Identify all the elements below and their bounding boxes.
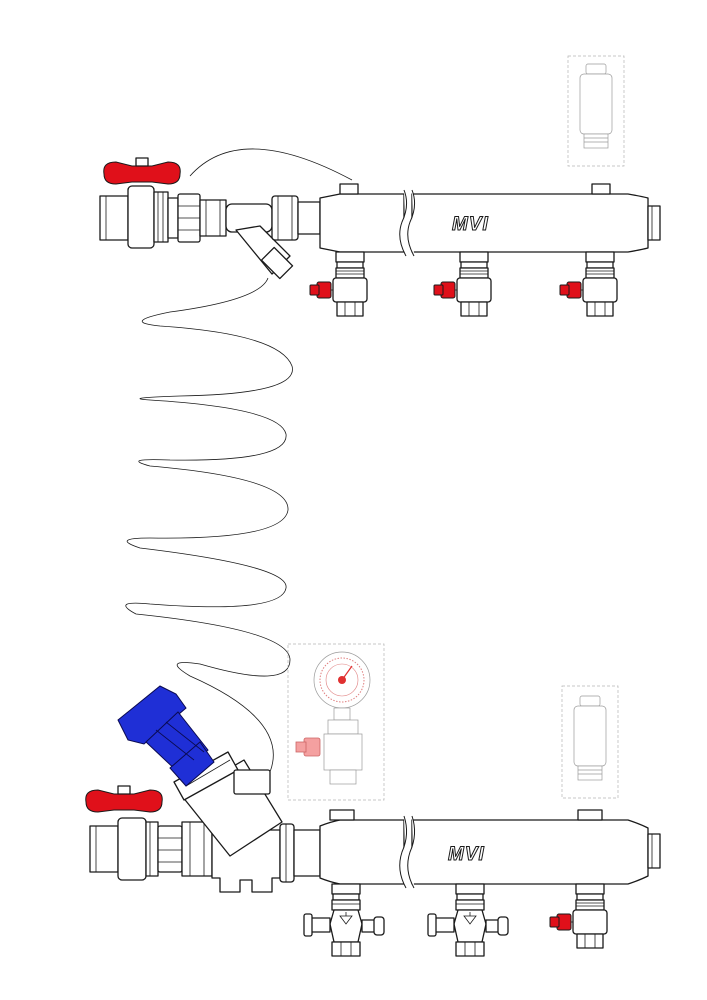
upper-brand-label: MVI (452, 214, 489, 235)
lower-air-vent-ghost (561, 685, 619, 799)
spiral-cable (125, 148, 353, 773)
upper-ball-valve (99, 157, 181, 249)
lower-tee-valve-2[interactable] (427, 883, 509, 957)
y-strainer (225, 195, 321, 280)
lower-assembly: MVI (85, 643, 661, 957)
lower-tee-valve-1[interactable] (303, 883, 385, 957)
lower-outlet-valve-3[interactable] (549, 883, 608, 949)
upper-outlet-valve-1[interactable] (309, 251, 368, 317)
lower-manifold-bar: MVI (293, 809, 661, 889)
pressure-gauge-ghost (287, 643, 385, 801)
upper-assembly: MVI (99, 55, 661, 317)
lower-ball-valve (85, 785, 163, 881)
upper-manifold-bar: MVI (319, 183, 661, 257)
upper-outlet-valve-2[interactable] (433, 251, 492, 317)
upper-outlet-valve-3[interactable] (559, 251, 618, 317)
balancing-valve (117, 685, 295, 893)
red-butterfly-handle-icon[interactable] (103, 157, 181, 185)
blue-handwheel-icon[interactable] (117, 685, 215, 787)
lower-brand-label: MVI (448, 844, 485, 865)
upper-air-vent-ghost (567, 55, 625, 167)
red-butterfly-handle-icon[interactable] (85, 785, 163, 813)
